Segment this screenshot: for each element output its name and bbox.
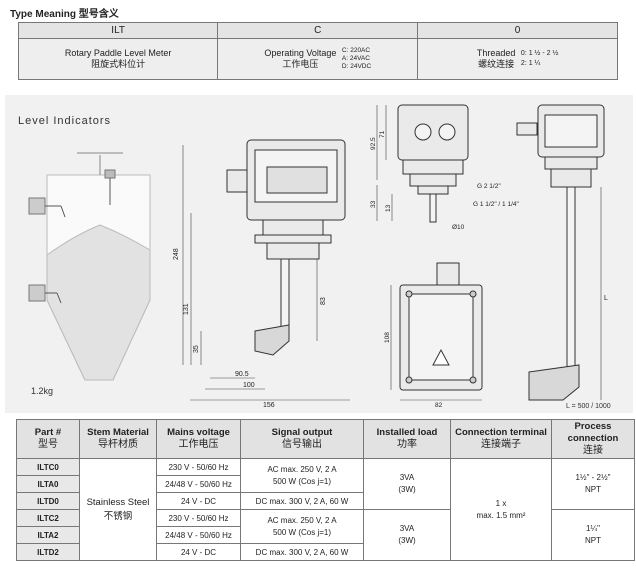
thread-label-en: Threaded bbox=[476, 48, 516, 58]
voltage-cell: 24/48 V - 50/60 Hz bbox=[156, 475, 241, 493]
voltage-option: A: 24VAC bbox=[341, 55, 370, 62]
process-connection-cell: 1½" - 2½"NPT bbox=[551, 458, 635, 510]
voltage-cell: 24 V - DC bbox=[156, 492, 241, 510]
silo-sensor-top bbox=[28, 197, 66, 218]
dim-248: 248 bbox=[173, 248, 180, 260]
device-side-view bbox=[226, 139, 346, 356]
long-stem-dimension-labels: L bbox=[604, 295, 608, 302]
dim-L: L bbox=[604, 295, 608, 302]
dim-92-5: 92.5 bbox=[370, 137, 377, 150]
dim-108: 108 bbox=[384, 332, 391, 343]
silo-sensor-bottom bbox=[28, 284, 62, 304]
process-connection-cell: 1¼"NPT bbox=[551, 509, 635, 561]
device-top-view bbox=[399, 262, 483, 391]
technical-drawing-svg: 248 131 35 83 90.5 100 156 92.5 71 bbox=[28, 104, 608, 409]
top-view-dimension-lines bbox=[390, 285, 482, 401]
weight-label: 1.2kg bbox=[31, 386, 54, 396]
thread-g1-label: G 1 1/2" / 1 1/4" bbox=[473, 201, 520, 208]
dim-83: 83 bbox=[320, 297, 327, 305]
part-number-cell: ILTC0 bbox=[16, 458, 80, 476]
side-view-dimension-labels: 248 131 35 83 90.5 100 156 bbox=[173, 248, 327, 409]
header-part-number: Part #型号 bbox=[16, 419, 80, 459]
voltage-cell: 24/48 V - 50/60 Hz bbox=[156, 526, 241, 544]
silo-sensor-mid bbox=[104, 169, 116, 205]
signal-dc-cell: DC max. 300 V, 2 A, 60 W bbox=[240, 543, 364, 561]
thread-option: 2: 1 ¼ bbox=[520, 60, 541, 67]
dim-35: 35 bbox=[193, 345, 200, 353]
thread-label-cn: 螺纹连接 bbox=[478, 59, 515, 69]
voltage-label-en: Operating Voltage bbox=[264, 48, 337, 58]
signal-dc-cell: DC max. 300 V, 2 A, 60 W bbox=[240, 492, 364, 510]
front-view-dimension-lines bbox=[376, 105, 393, 221]
type-meaning-title: Type Meaning 型号含义 bbox=[10, 9, 119, 20]
dim-100: 100 bbox=[243, 382, 255, 389]
silo-illustration bbox=[46, 152, 151, 381]
part-number-cell: ILTA0 bbox=[16, 475, 80, 493]
device-long-stem-view bbox=[516, 104, 605, 401]
part-number-cell: ILTA2 bbox=[16, 526, 80, 544]
stem-diameter-label: Ø10 bbox=[452, 224, 465, 231]
model-meaning-en: Rotary Paddle Level Meter bbox=[64, 48, 172, 58]
voltage-label-cn: 工作电压 bbox=[282, 59, 319, 69]
device-front-view bbox=[397, 104, 469, 223]
dim-156: 156 bbox=[263, 402, 275, 409]
model-meaning-cell: Rotary Paddle Level Meter 阻旋式料位计 bbox=[17, 38, 219, 80]
front-view-dimension-labels: 92.5 71 33 13 G 2 1/2" G 1 1/2" / 1 1/4"… bbox=[370, 130, 520, 231]
voltage-option: D: 24VDC bbox=[341, 63, 372, 70]
voltage-cell: 24 V - DC bbox=[156, 543, 241, 561]
dim-33: 33 bbox=[370, 200, 377, 208]
side-view-dimension-lines bbox=[182, 145, 350, 401]
code-cell-voltage: C bbox=[217, 22, 419, 39]
dim-13: 13 bbox=[385, 204, 392, 212]
length-range-label: L = 500 / 1000 bbox=[566, 403, 611, 410]
part-number-cell: ILTC2 bbox=[16, 509, 80, 527]
thread-option: 0: 1 ½ - 2 ½ bbox=[520, 50, 559, 57]
dim-82: 82 bbox=[435, 402, 443, 409]
model-meaning-cn: 阻旋式料位计 bbox=[91, 59, 146, 69]
voltage-option: C: 220AC bbox=[341, 47, 371, 54]
top-view-dimension-labels: 108 82 bbox=[384, 332, 443, 409]
voltage-cell: 230 V - 50/60 Hz bbox=[156, 458, 241, 476]
installed-load-cell: 3VA(3W) bbox=[363, 458, 451, 510]
type-meaning-table: ILT C 0 Rotary Paddle Level Meter 阻旋式料位计… bbox=[17, 22, 618, 80]
part-number-cell: ILTD0 bbox=[16, 492, 80, 510]
part-number-cell: ILTD2 bbox=[16, 543, 80, 561]
voltage-cell: 230 V - 50/60 Hz bbox=[156, 509, 241, 527]
code-cell-thread: 0 bbox=[417, 22, 618, 39]
code-cell-model: ILT bbox=[17, 22, 219, 39]
thread-g2-label: G 2 1/2" bbox=[477, 183, 501, 190]
dim-71: 71 bbox=[379, 130, 386, 138]
installed-load-cell: 3VA(3W) bbox=[363, 509, 451, 561]
dim-131: 131 bbox=[183, 303, 190, 315]
level-indicators-title: Level Indicators bbox=[18, 115, 112, 127]
level-indicator-drawings: Level Indicators 1.2kg L = 500 / 1000 bbox=[5, 95, 633, 413]
dim-90-5: 90.5 bbox=[235, 371, 249, 378]
